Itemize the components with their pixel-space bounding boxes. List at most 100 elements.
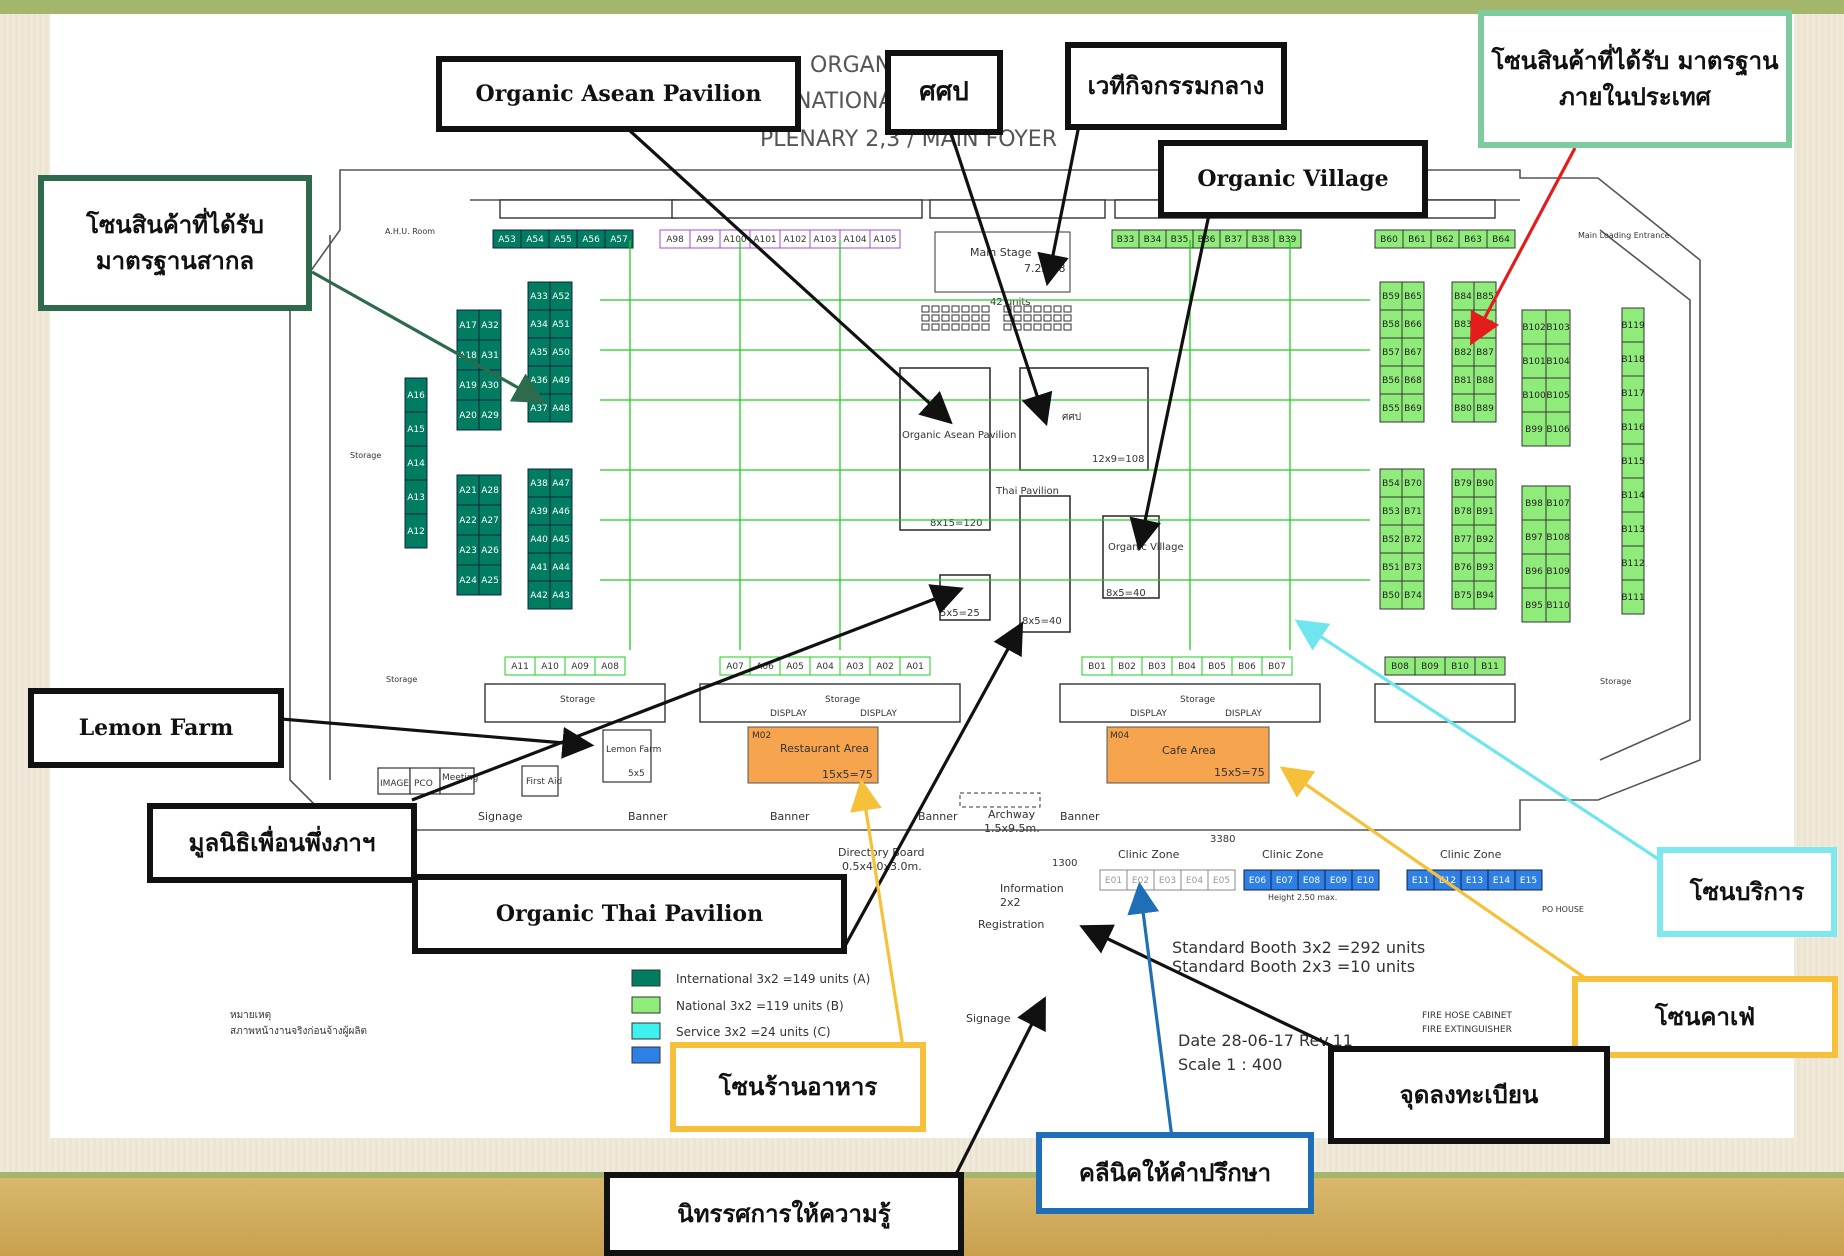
booth-label: B81 — [1454, 376, 1472, 386]
callout-service-zone: โซนบริการ — [1657, 847, 1837, 937]
note-line-1: หมายเหตุ — [230, 1010, 271, 1021]
booth-label: B10 — [1451, 662, 1469, 672]
dim-3380: 3380 — [1210, 834, 1235, 845]
stage-seat — [1053, 305, 1062, 313]
booth-label: A50 — [552, 348, 570, 358]
top-accent-bar — [0, 0, 1844, 14]
booth-label: A09 — [571, 662, 589, 672]
booth-label: A105 — [873, 235, 896, 245]
booth-label: B119 — [1621, 321, 1645, 331]
stage-seat — [1033, 305, 1042, 313]
standard-booth-1: Standard Booth 3x2 =292 units — [1172, 938, 1425, 957]
callout-sor-sor-por: ศศป — [885, 50, 1003, 135]
booth-label: B08 — [1391, 662, 1409, 672]
booth-label: B87 — [1476, 348, 1494, 358]
booth-label: B94 — [1476, 591, 1494, 601]
legend-national: National 3x2 =119 units (B) — [676, 999, 844, 1013]
cafe-map-label: Cafe Area — [1162, 744, 1216, 757]
booth-label: B58 — [1382, 320, 1400, 330]
booth — [1545, 411, 1571, 447]
legend: International 3x2 =149 units (A) Nationa… — [631, 969, 870, 1064]
booth-label: B56 — [1382, 376, 1400, 386]
booth-label: E11 — [1412, 876, 1429, 886]
booth-label: B79 — [1454, 479, 1472, 489]
booth-label: A01 — [906, 662, 924, 672]
booth-label: B110 — [1546, 601, 1570, 611]
banner-label: Banner — [918, 810, 958, 823]
booth-label: B90 — [1476, 479, 1494, 489]
asean-map-label: Organic Asean Pavilion — [902, 430, 1016, 441]
lemon-map-label: Lemon Farm — [606, 745, 661, 755]
stage-seat — [981, 305, 990, 313]
booth-label: A40 — [530, 535, 548, 545]
callout-restaurant-zone: โซนร้านอาหาร — [670, 1042, 926, 1132]
date-rev: Date 28-06-17 Rev.11 — [1178, 1031, 1353, 1050]
booth-label: B85 — [1476, 292, 1494, 302]
stage-seat — [1023, 305, 1032, 313]
thai-pavilion-map-label: Thai Pavilion — [995, 486, 1059, 497]
booth-label: A18 — [459, 351, 477, 361]
stage-seat — [1033, 314, 1042, 322]
booth-label: A44 — [552, 563, 570, 573]
booth-label: B98 — [1525, 499, 1543, 509]
lemon-map-size: 5x5 — [628, 769, 645, 779]
banner-label: Banner — [770, 810, 810, 823]
aisle-lines — [600, 240, 1370, 650]
booth-label: A56 — [582, 235, 600, 245]
service-rooms — [377, 729, 652, 797]
sspp-map-label: ศศป — [1062, 412, 1081, 423]
booth-label: A102 — [783, 235, 806, 245]
booth-label: B03 — [1148, 662, 1166, 672]
booth-label: E08 — [1303, 876, 1320, 886]
display-label: DISPLAY — [1130, 709, 1167, 719]
booth — [1545, 553, 1571, 589]
booth-label: A16 — [407, 391, 425, 401]
display-label: DISPLAY — [1225, 709, 1262, 719]
booth-label: B84 — [1454, 292, 1472, 302]
stage-seat — [1053, 323, 1062, 331]
booth — [1351, 869, 1380, 891]
stage-seat — [951, 323, 960, 331]
booth-label: A101 — [753, 235, 776, 245]
m02-label: M02 — [752, 731, 771, 741]
stage-seat — [941, 314, 950, 322]
booth-label: A57 — [610, 235, 628, 245]
booth-label: A27 — [481, 516, 499, 526]
stage-seat — [951, 314, 960, 322]
booth-label: E10 — [1357, 876, 1374, 886]
callout-domestic-standard-zone: โซนสินค้าที่ได้รับ มาตรฐานภายในประเทศ — [1478, 10, 1792, 148]
booth-label: A04 — [816, 662, 834, 672]
booth-label: B54 — [1382, 479, 1400, 489]
booth — [1545, 587, 1571, 623]
booth-label: B34 — [1144, 235, 1162, 245]
callout-registration-point: จุดลงทะเบียน — [1328, 1046, 1610, 1144]
stage-seat — [981, 314, 990, 322]
stage-seat — [1023, 314, 1032, 322]
booth — [1401, 393, 1425, 423]
sspp-map-size: 12x9=108 — [1092, 454, 1144, 465]
booth-label: E13 — [1466, 876, 1483, 886]
booth-label: B33 — [1117, 235, 1135, 245]
stage-seat — [1013, 305, 1022, 313]
stage-seat — [931, 323, 940, 331]
booth — [1521, 553, 1547, 589]
storage-label: Storage — [825, 695, 861, 705]
booth-label: A33 — [530, 292, 548, 302]
booth — [1521, 377, 1547, 413]
booth-label: B61 — [1408, 235, 1426, 245]
booth-label: B89 — [1476, 404, 1494, 414]
signage-label: Signage — [478, 810, 523, 823]
booth-label: B38 — [1252, 235, 1270, 245]
booth — [1621, 579, 1645, 615]
stage-seat — [1023, 323, 1032, 331]
clinic-zone-label: Clinic Zone — [1440, 848, 1502, 861]
banner-label: Banner — [1060, 810, 1100, 823]
callout-organic-asean-pavilion: Organic Asean Pavilion — [436, 56, 801, 132]
storage-row — [484, 683, 1516, 723]
booth-label: B52 — [1382, 535, 1400, 545]
booth-label: A53 — [498, 235, 516, 245]
booth-label: A38 — [530, 479, 548, 489]
booth-label: B109 — [1546, 567, 1570, 577]
asean-map-size: 8x15=120 — [930, 518, 982, 529]
legend-international: International 3x2 =149 units (A) — [676, 972, 870, 986]
